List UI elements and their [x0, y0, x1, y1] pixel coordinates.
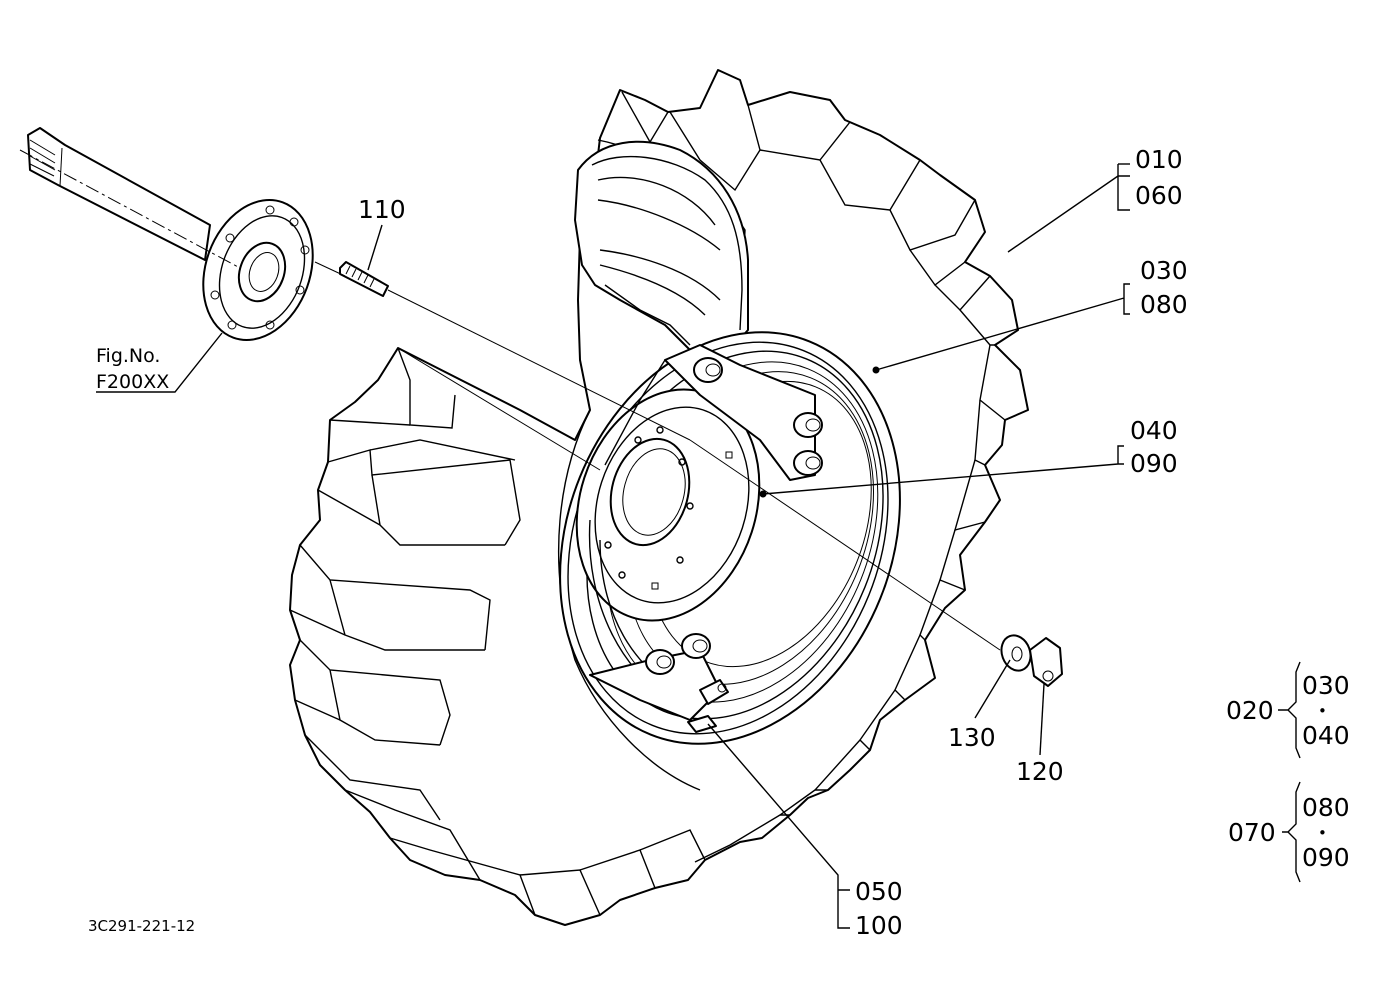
- group-020-bottom: 040: [1302, 721, 1350, 750]
- stud-bolt: [339, 261, 389, 297]
- axle-shaft: [19, 127, 314, 341]
- hex-nut: [1029, 637, 1063, 687]
- fig-ref-label: Fig.No.: [96, 345, 160, 367]
- lower-bolts: [645, 633, 711, 675]
- group-070-parent: 070: [1228, 818, 1276, 847]
- group-070-dot: •: [1318, 824, 1327, 842]
- callout-100: 100: [855, 911, 903, 940]
- wheel-rim: [559, 331, 901, 745]
- leader-lines: [96, 163, 1301, 929]
- callout-090: 090: [1130, 449, 1178, 478]
- callout-120: 120: [1016, 757, 1064, 786]
- callout-130: 130: [948, 723, 996, 752]
- callout-080: 080: [1140, 290, 1188, 319]
- group-020-parent: 020: [1226, 696, 1274, 725]
- upper-bolts: [693, 357, 823, 476]
- drawing-number: 3C291-221-12: [88, 917, 195, 935]
- group-070-top: 080: [1302, 793, 1350, 822]
- fig-ref-number: F200XX: [96, 371, 169, 393]
- callout-010: 010: [1135, 145, 1183, 174]
- callout-040: 040: [1130, 416, 1178, 445]
- group-070-bottom: 090: [1302, 843, 1350, 872]
- callout-labels: 110 Fig.No. F200XX 010 060 030 080 040 0…: [88, 145, 1350, 940]
- group-020-dot: •: [1318, 702, 1327, 720]
- callout-060: 060: [1135, 181, 1183, 210]
- callout-030: 030: [1140, 256, 1188, 285]
- valve-stem: [687, 679, 729, 733]
- group-020-top: 030: [1302, 671, 1350, 700]
- callout-050: 050: [855, 877, 903, 906]
- callout-110: 110: [358, 195, 406, 224]
